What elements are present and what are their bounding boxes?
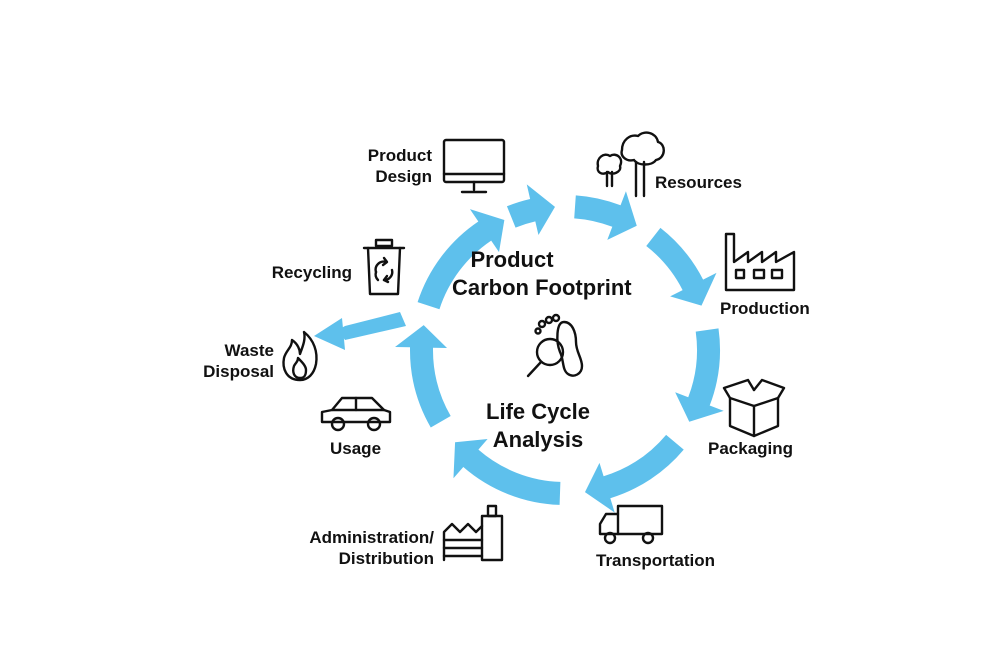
trees-icon — [596, 131, 665, 198]
waste-branch-arrow — [314, 312, 406, 350]
stage-label-administration-distribution: Administration/ Distribution — [309, 528, 434, 568]
cycle-arrow-8 — [417, 209, 505, 310]
stage-label-production: Production — [720, 299, 810, 318]
factory-icon — [724, 232, 796, 292]
cycle-arrow-6 — [453, 439, 561, 505]
car-icon — [320, 396, 392, 432]
cycle-arrow-5 — [584, 434, 684, 513]
stage-label-transportation: Transportation — [596, 551, 716, 570]
center-title-top: Product Carbon Footprint — [452, 247, 632, 300]
stage-label-resources: Resources — [655, 173, 742, 192]
recycle-bin-icon — [362, 238, 406, 296]
stage-label-recycling: Recycling — [271, 263, 352, 282]
warehouse-icon — [442, 504, 504, 562]
flame-icon — [282, 330, 318, 382]
center-title-bottom: Life Cycle Analysis — [486, 399, 590, 452]
cycle-arrow-1 — [506, 184, 555, 236]
stage-label-product-design: Product Design — [367, 146, 432, 186]
truck-icon — [598, 504, 664, 545]
cycle-arrow-4 — [675, 328, 724, 422]
stage-label-waste-disposal: Waste Disposal — [203, 341, 274, 381]
cycle-arrow-2 — [574, 191, 637, 240]
monitor-icon — [442, 138, 506, 194]
stage-label-packaging: Packaging — [708, 439, 794, 458]
stage-label-usage: Usage — [330, 439, 382, 458]
cycle-arrow-7 — [395, 325, 451, 428]
footprint-magnifier-icon — [526, 313, 584, 378]
cycle-arrow-3 — [646, 227, 717, 306]
box-icon — [722, 378, 786, 438]
